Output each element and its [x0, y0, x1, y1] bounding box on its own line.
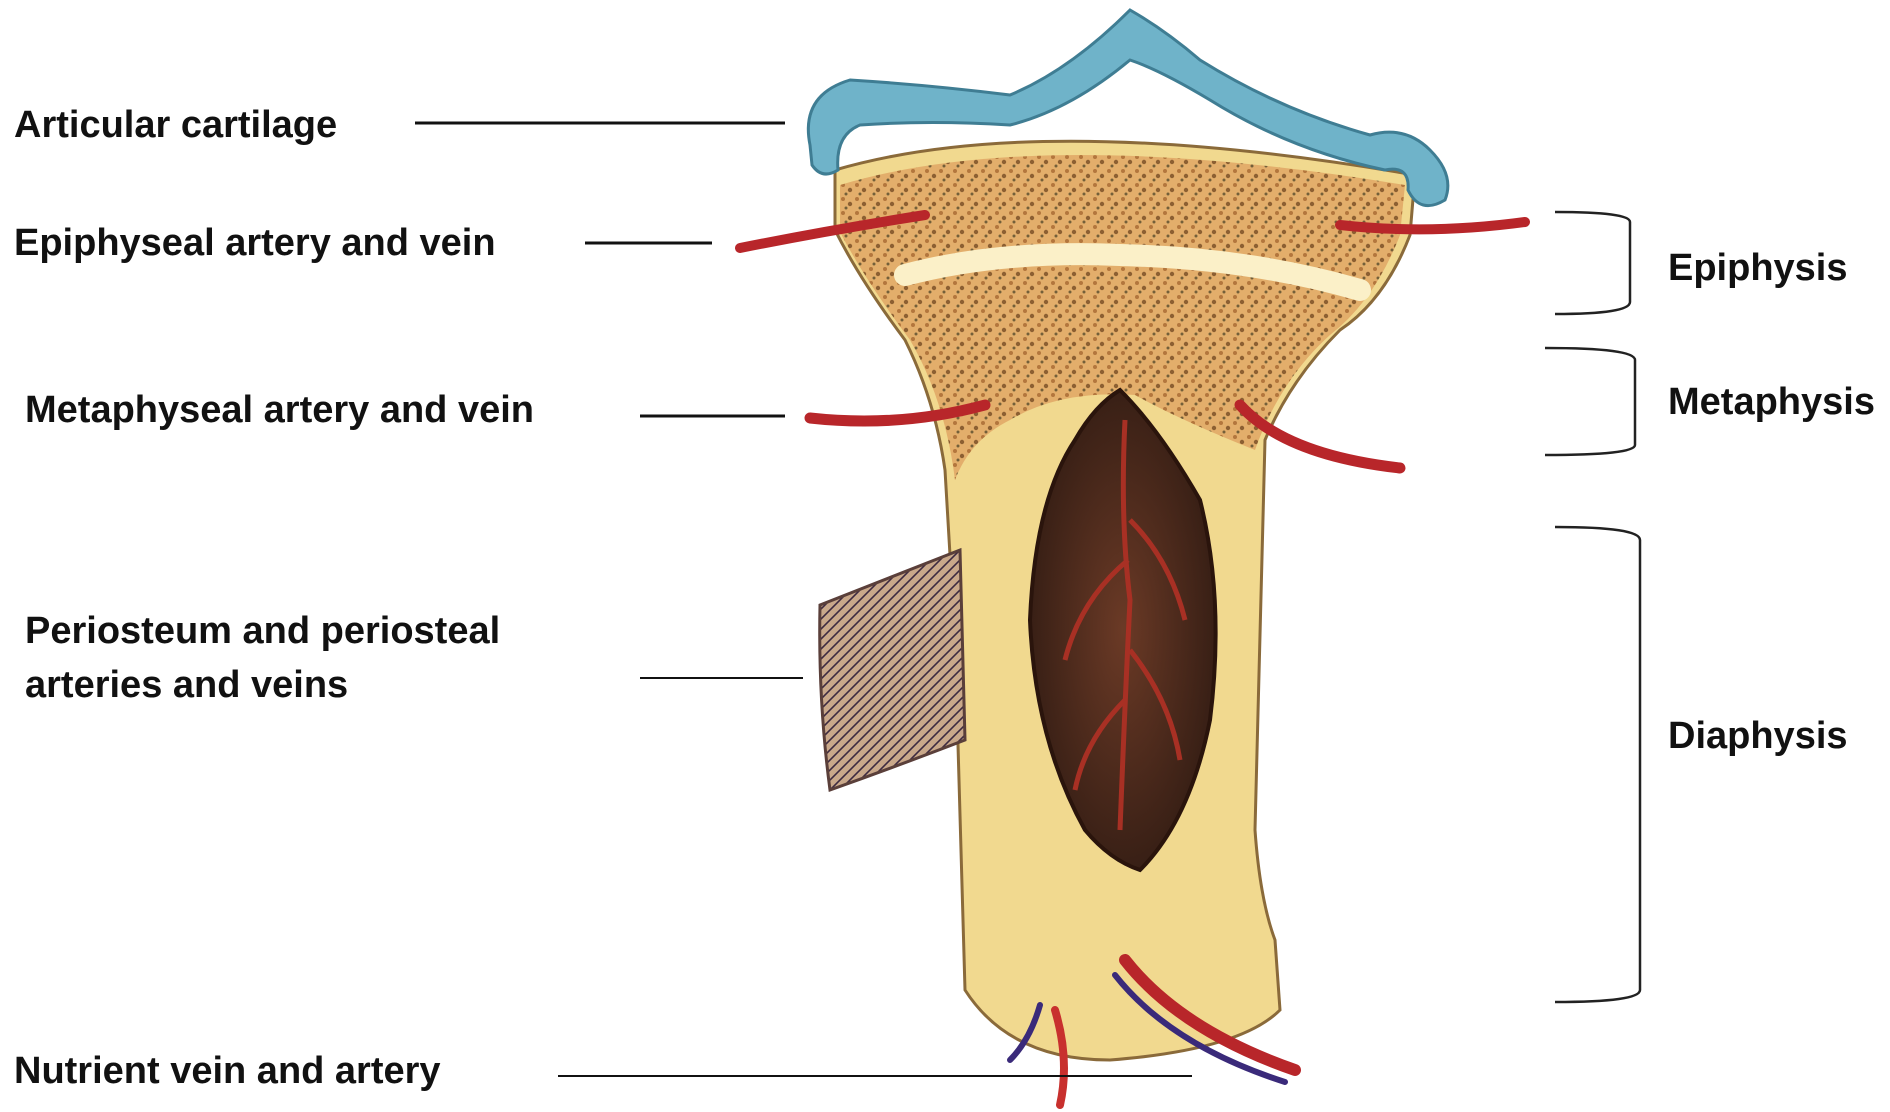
label-articular-cartilage: Articular cartilage	[14, 98, 337, 152]
epiphyseal-vessel-right	[1340, 222, 1525, 229]
bracket-metaphysis	[1545, 348, 1635, 455]
nutrient-vessel-lower-red	[1055, 1010, 1064, 1105]
label-periosteum-line1: Periosteum and periosteal	[25, 604, 500, 658]
label-diaphysis: Diaphysis	[1668, 709, 1848, 763]
label-epiphyseal-vessels: Epiphyseal artery and vein	[14, 216, 496, 270]
periosteum-flap	[820, 550, 965, 790]
label-epiphysis: Epiphysis	[1668, 241, 1848, 295]
label-nutrient-vessels: Nutrient vein and artery	[14, 1044, 441, 1098]
label-metaphysis: Metaphysis	[1668, 375, 1875, 429]
bracket-diaphysis	[1555, 527, 1640, 1002]
label-metaphyseal-vessels: Metaphyseal artery and vein	[25, 383, 534, 437]
label-periosteum-line2: arteries and veins	[25, 658, 348, 712]
bracket-epiphysis	[1555, 212, 1630, 314]
